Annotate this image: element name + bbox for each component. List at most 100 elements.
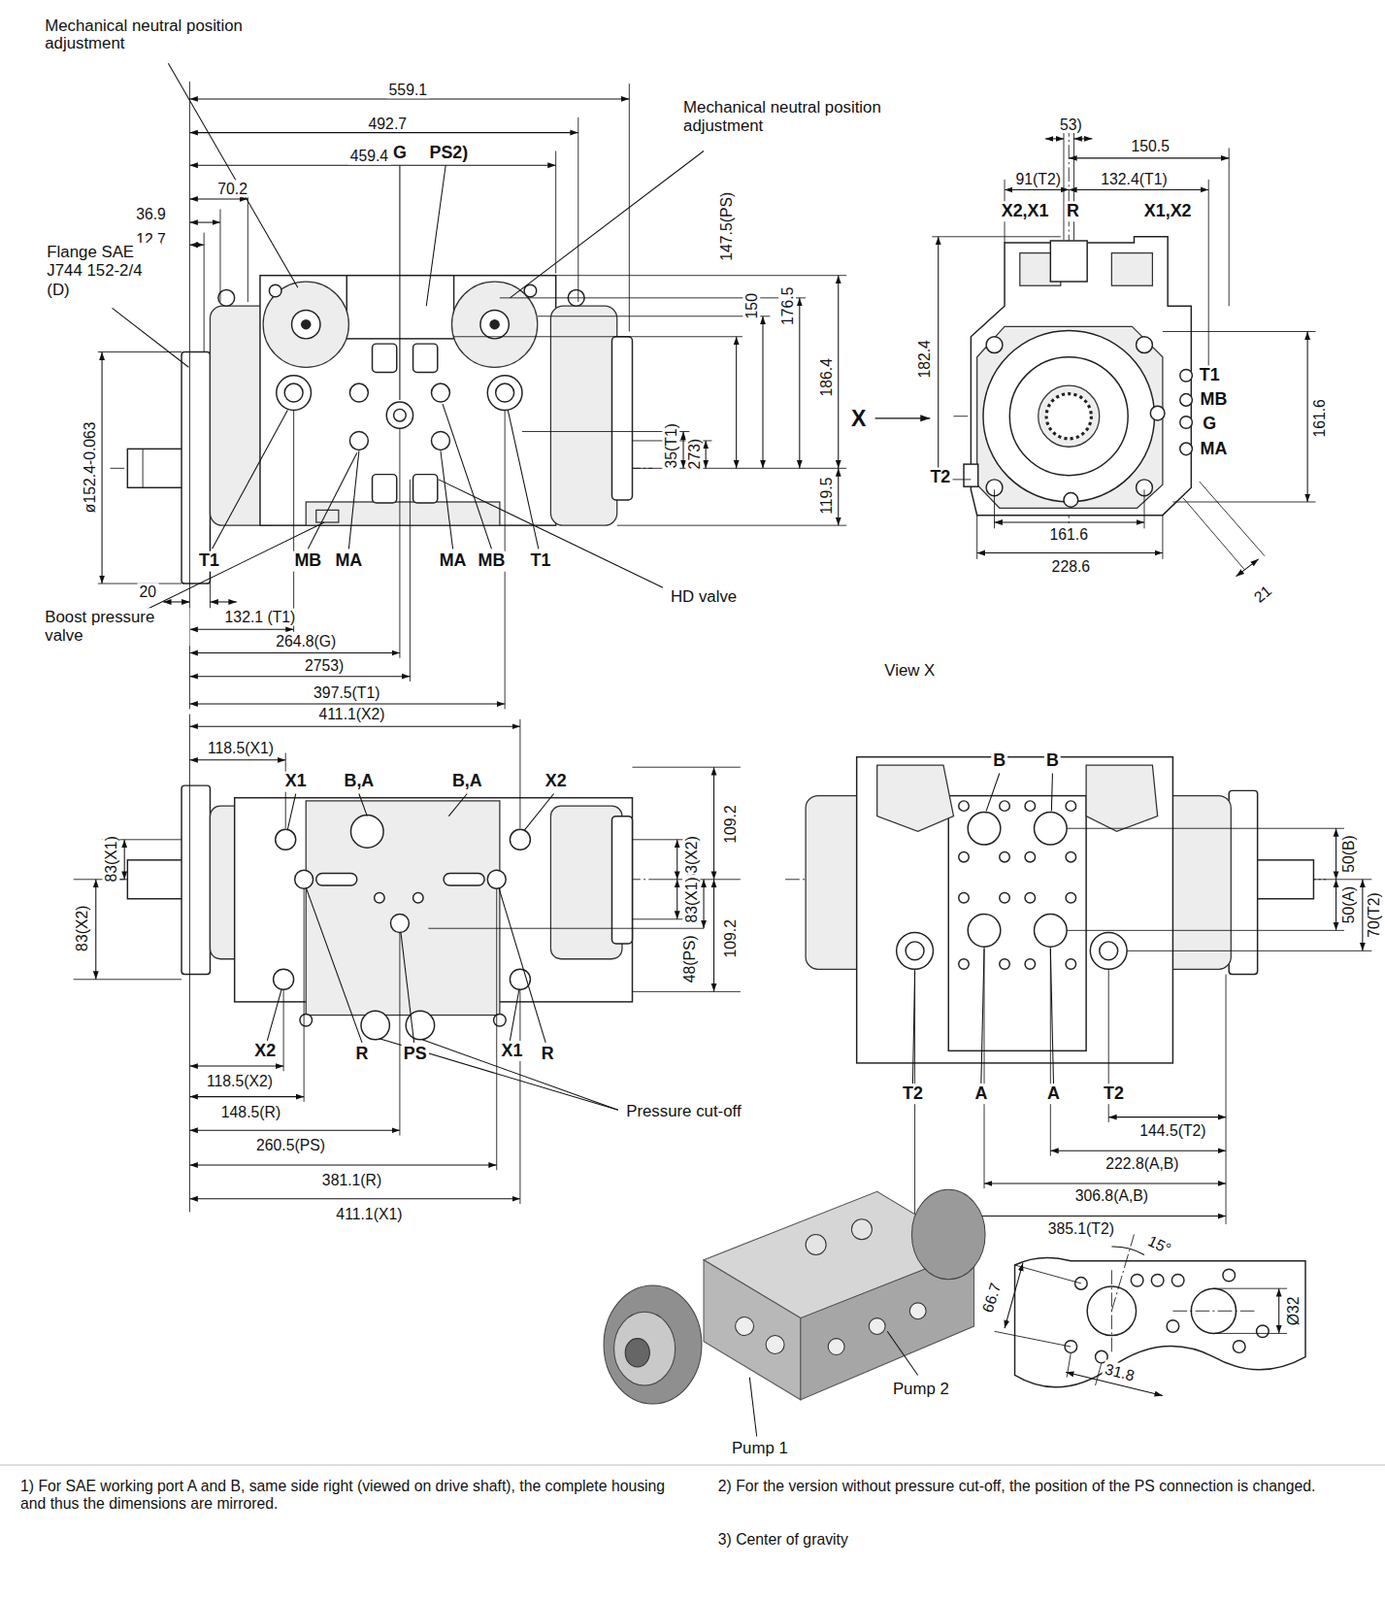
port-label: T2 xyxy=(927,467,953,489)
plan-view-part xyxy=(361,1010,390,1039)
side-view-top-part xyxy=(442,403,492,549)
note-label: Flange SAE J744 152-2/4 (D) xyxy=(44,242,162,299)
plan-view-part xyxy=(494,1013,507,1026)
side-view-top-part xyxy=(438,479,663,588)
port-view-part xyxy=(967,914,1001,948)
side-view-top-part xyxy=(617,525,847,527)
port-label: X1,X2 xyxy=(1142,200,1194,222)
plan-view-part xyxy=(519,989,521,1204)
dimension-label: 385.1(T2) xyxy=(1046,1219,1118,1237)
end-view-part xyxy=(1180,394,1193,407)
note-label: 2) For the version without pressure cut-… xyxy=(716,1477,1374,1495)
side-view-top-part xyxy=(524,284,537,297)
end-view-part xyxy=(1009,357,1128,476)
port-view-part xyxy=(1086,764,1158,831)
port-view-part xyxy=(896,931,934,969)
end-view-part xyxy=(1050,240,1088,282)
port-view-part xyxy=(1256,859,1315,899)
plan-view-part xyxy=(631,766,740,768)
port-view-part xyxy=(857,757,1174,1063)
end-view-part xyxy=(1136,336,1154,354)
plan-view-part xyxy=(519,719,521,828)
end-view-part xyxy=(1180,416,1193,429)
dimension-label: 397.5(T1) xyxy=(311,683,383,701)
side-view-top-part xyxy=(430,383,450,402)
port-label: T1 xyxy=(527,551,553,572)
port-detail-part xyxy=(1166,1319,1180,1333)
port-detail-part xyxy=(1095,1362,1102,1385)
side-view-top-part xyxy=(413,474,438,503)
plan-view-part xyxy=(127,859,185,899)
dimension-label: 83(X2) xyxy=(72,902,91,954)
plan-view-part xyxy=(413,891,425,903)
dimension-label: 411.1(X2) xyxy=(316,704,387,723)
note-label: Mechanical neutral position adjustment xyxy=(681,98,895,136)
plan-view-part xyxy=(189,1065,284,1067)
dimension-label: 20 xyxy=(136,582,159,600)
plan-view-part xyxy=(443,872,485,886)
side-view-top-part xyxy=(413,343,438,372)
port-detail-part xyxy=(1256,1324,1270,1338)
dimension-label: ø152.4-0.063 xyxy=(80,419,99,515)
side-view-top-part xyxy=(611,336,632,500)
plan-view-part xyxy=(676,839,678,880)
side-view-top-part xyxy=(495,383,515,402)
plan-view-part xyxy=(299,1013,313,1026)
side-view-top-part xyxy=(189,652,399,654)
end-view-part xyxy=(1004,189,1069,191)
dimension-label: 222.8(A,B) xyxy=(1103,1154,1182,1172)
dimension-label: 306.8(A,B) xyxy=(1073,1186,1152,1204)
plan-view-part xyxy=(676,879,678,920)
port-view-part xyxy=(1225,974,1227,1224)
plan-view-part xyxy=(189,1197,520,1199)
side-view-top-part xyxy=(705,440,707,468)
port-view-part xyxy=(1065,891,1077,903)
dimension-label: 118.5(X2) xyxy=(204,1072,275,1090)
side-view-top-part xyxy=(127,448,185,488)
side-view-top-part xyxy=(189,244,204,246)
dimension-label: 260.5(PS) xyxy=(254,1135,328,1154)
dimension-label: 83(X1) xyxy=(101,833,120,885)
dimension-label: 35(T1) xyxy=(661,421,680,471)
port-view-part xyxy=(1065,800,1077,812)
port-view-part xyxy=(1066,929,1345,931)
end-view-part xyxy=(994,521,1145,523)
port-label: G xyxy=(1200,413,1219,434)
side-view-top-part xyxy=(263,281,349,367)
port-view-part xyxy=(967,811,1001,845)
end-view-part xyxy=(977,552,1163,554)
port-view-part xyxy=(948,795,1087,1052)
dimension-label: 2753) xyxy=(302,656,347,674)
dimension-label: Ø32 xyxy=(1284,1293,1302,1327)
dimension-label: 36.9 xyxy=(133,205,168,224)
dimension-label: 459.4 xyxy=(348,147,392,165)
plan-view-part xyxy=(379,1038,619,1111)
end-view-part xyxy=(1073,131,1075,240)
pump-photo-part xyxy=(868,1318,886,1335)
dimension-label: 411.1(X1) xyxy=(333,1204,404,1222)
dimension-label: 559.1 xyxy=(386,80,429,99)
port-detail-part xyxy=(1171,1273,1185,1287)
port-label: MB xyxy=(1197,390,1229,411)
dimension-label: 21 xyxy=(1249,580,1277,608)
port-view-part xyxy=(1024,958,1036,970)
end-view-part xyxy=(1228,147,1230,306)
end-view-part xyxy=(1073,137,1092,139)
side-view-top-part xyxy=(307,453,357,550)
port-view-part xyxy=(1361,879,1363,952)
side-view-top-part xyxy=(507,409,539,549)
dimension-label: 50(A) xyxy=(1339,884,1357,926)
plan-view xyxy=(73,714,741,1213)
plan-view-part xyxy=(316,872,358,886)
side-view-top-part xyxy=(837,467,839,526)
port-detail-part xyxy=(1015,1264,1082,1284)
port-detail-part xyxy=(1213,1332,1287,1334)
note-label: Mechanical neutral position adjustment xyxy=(42,16,292,55)
end-view-part xyxy=(1062,131,1064,240)
side-view-top-part xyxy=(189,703,505,705)
port-view-part xyxy=(1228,790,1257,974)
dimension-label: 70(T2) xyxy=(1364,890,1383,940)
port-view-part xyxy=(999,891,1011,903)
plan-view-part xyxy=(189,725,520,727)
port-view-part xyxy=(986,773,1000,812)
